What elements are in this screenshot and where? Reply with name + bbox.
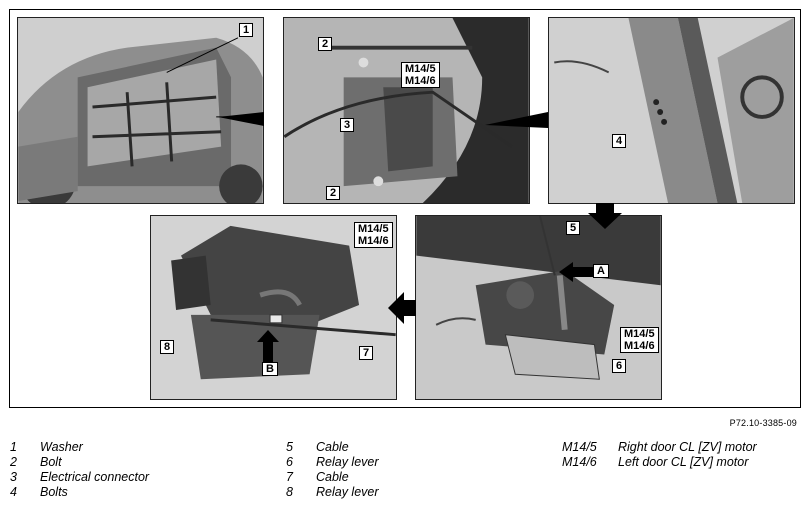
callout-m14-left: M14/5 M14/6 <box>354 222 393 248</box>
callout-m14-6: M14/6 <box>405 75 436 87</box>
door-interior-image <box>284 18 529 203</box>
car-door-image <box>18 18 263 203</box>
callout-a: A <box>593 264 609 278</box>
callout-b: B <box>262 362 278 376</box>
callout-4: 4 <box>612 134 627 148</box>
callout-2-top: 2 <box>318 37 333 51</box>
arrow-b-icon <box>257 330 279 362</box>
callout-5: 5 <box>566 221 581 235</box>
left-arrow-icon <box>388 292 416 324</box>
panel-door-edge-bolts <box>548 17 795 204</box>
callout-6: 6 <box>612 359 627 373</box>
callout-2-bottom: 2 <box>326 186 341 200</box>
callout-m14-5: M14/5 <box>624 328 655 340</box>
callout-m14-top: M14/5 M14/6 <box>401 62 440 88</box>
panel-car-door-open <box>17 17 264 204</box>
callout-m14-6: M14/6 <box>358 235 389 247</box>
callout-8: 8 <box>160 340 175 354</box>
callout-m14-6: M14/6 <box>624 340 655 352</box>
callout-7: 7 <box>359 346 374 360</box>
callout-m14-5: M14/5 <box>358 223 389 235</box>
door-edge-image <box>549 18 794 203</box>
callout-3: 3 <box>340 118 355 132</box>
callout-1: 1 <box>239 23 254 37</box>
arrow-a-icon <box>559 262 593 282</box>
callout-m14-right: M14/5 M14/6 <box>620 327 659 353</box>
callout-m14-5: M14/5 <box>405 63 436 75</box>
down-arrow-icon <box>588 203 622 229</box>
reference-code: P72.10-3385-09 <box>729 418 797 428</box>
